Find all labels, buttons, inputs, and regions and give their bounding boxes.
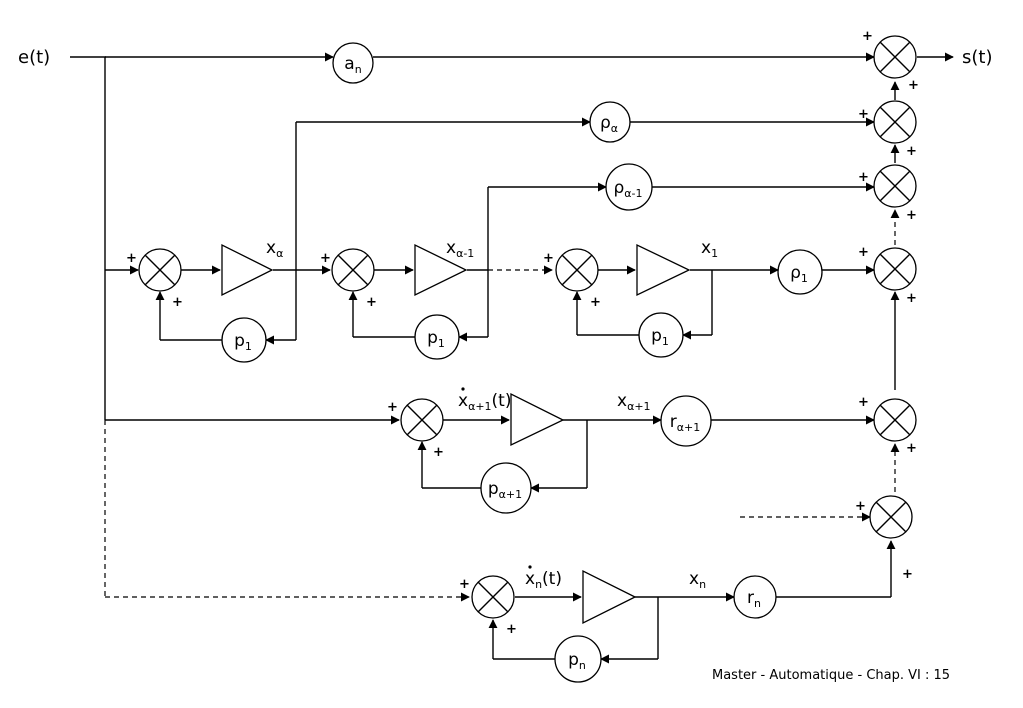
plus-sign: + xyxy=(387,400,398,415)
integrator-alpha-m1 xyxy=(414,243,468,297)
plus-signs: + + + + + + + + + + + + + + + + + + + + … xyxy=(126,29,919,637)
summer-stage-alpha-p1 xyxy=(400,398,444,442)
output-signal-label: s(t) xyxy=(962,47,992,68)
wires xyxy=(70,52,954,664)
integrator-1 xyxy=(636,243,691,297)
block-an xyxy=(332,42,374,84)
label-rho-alpha: ρα xyxy=(600,113,618,135)
label-p1-c: p1 xyxy=(651,326,669,348)
block-p-n xyxy=(554,635,602,683)
block-p1-c xyxy=(638,312,684,358)
integrator-alpha-p1 xyxy=(510,392,565,447)
block-r-n xyxy=(733,575,777,619)
integrator-n xyxy=(582,569,637,625)
plus-sign: + xyxy=(543,251,554,266)
block-p1-b xyxy=(414,314,460,360)
label-p1-b: p1 xyxy=(427,328,445,350)
label-x-alpha-p1: xα+1 xyxy=(617,391,651,413)
plus-sign: + xyxy=(320,251,331,266)
plus-sign: + xyxy=(433,445,444,460)
plus-sign: + xyxy=(862,29,873,44)
label-rho-alpha-m1: ρα-1 xyxy=(613,178,642,200)
plus-sign: + xyxy=(908,78,919,93)
plus-sign: + xyxy=(858,107,869,122)
summer-stage-1 xyxy=(555,248,599,292)
dot-xdot-n xyxy=(528,565,532,569)
label-x-n: xn xyxy=(689,569,706,591)
summer-rho-alpha-m1 xyxy=(873,164,917,208)
plus-sign: + xyxy=(906,291,917,306)
plus-sign: + xyxy=(906,441,917,456)
summer-lower xyxy=(869,495,913,539)
dot-xdot-alpha-p1 xyxy=(461,387,465,391)
summer-stage-n xyxy=(471,575,515,619)
summer-stage-alpha xyxy=(138,248,182,292)
summer-rho-alpha xyxy=(873,100,917,144)
plus-sign: + xyxy=(858,395,869,410)
footer-caption: Master - Automatique - Chap. VI : 15 xyxy=(712,668,951,683)
label-x-1: x1 xyxy=(701,238,718,260)
plus-sign: + xyxy=(366,295,377,310)
block-rho-alpha xyxy=(589,101,631,143)
block-p1-a xyxy=(221,317,267,363)
plus-sign: + xyxy=(506,622,517,637)
plus-sign: + xyxy=(906,144,917,159)
input-signal-label: e(t) xyxy=(18,47,50,68)
plus-sign: + xyxy=(590,295,601,310)
summer-stage-alpha-m1 xyxy=(331,248,375,292)
label-an: an xyxy=(344,54,361,76)
integrator-alpha xyxy=(221,243,274,297)
label-xdot-alpha-p1: xα+1(t) xyxy=(458,391,511,413)
block-rho-1 xyxy=(777,249,823,295)
plus-sign: + xyxy=(126,251,137,266)
label-p-alpha-p1: pα+1 xyxy=(488,479,522,501)
summer-rho-1 xyxy=(873,247,917,291)
plus-sign: + xyxy=(858,170,869,185)
plus-sign: + xyxy=(855,499,866,514)
block-rho-alpha-m1 xyxy=(605,163,653,211)
plus-sign: + xyxy=(902,567,913,582)
summer-r-alpha-p1 xyxy=(873,398,917,442)
label-rho-1: ρ1 xyxy=(790,263,808,285)
label-x-alpha-m1: xα-1 xyxy=(446,238,474,260)
label-xdot-n: xn(t) xyxy=(525,569,562,591)
block-p-alpha-p1 xyxy=(480,462,532,514)
label-x-alpha: xα xyxy=(266,238,283,260)
plus-sign: + xyxy=(459,577,470,592)
plus-sign: + xyxy=(858,245,869,260)
plus-sign: + xyxy=(172,295,183,310)
label-p1-a: p1 xyxy=(234,331,252,353)
label-p-n: pn xyxy=(568,650,586,672)
plus-sign: + xyxy=(906,208,917,223)
block-r-alpha-p1 xyxy=(660,395,712,447)
summer-top xyxy=(873,35,917,79)
label-r-alpha-p1: rα+1 xyxy=(670,412,700,434)
label-r-n: rn xyxy=(747,588,761,610)
